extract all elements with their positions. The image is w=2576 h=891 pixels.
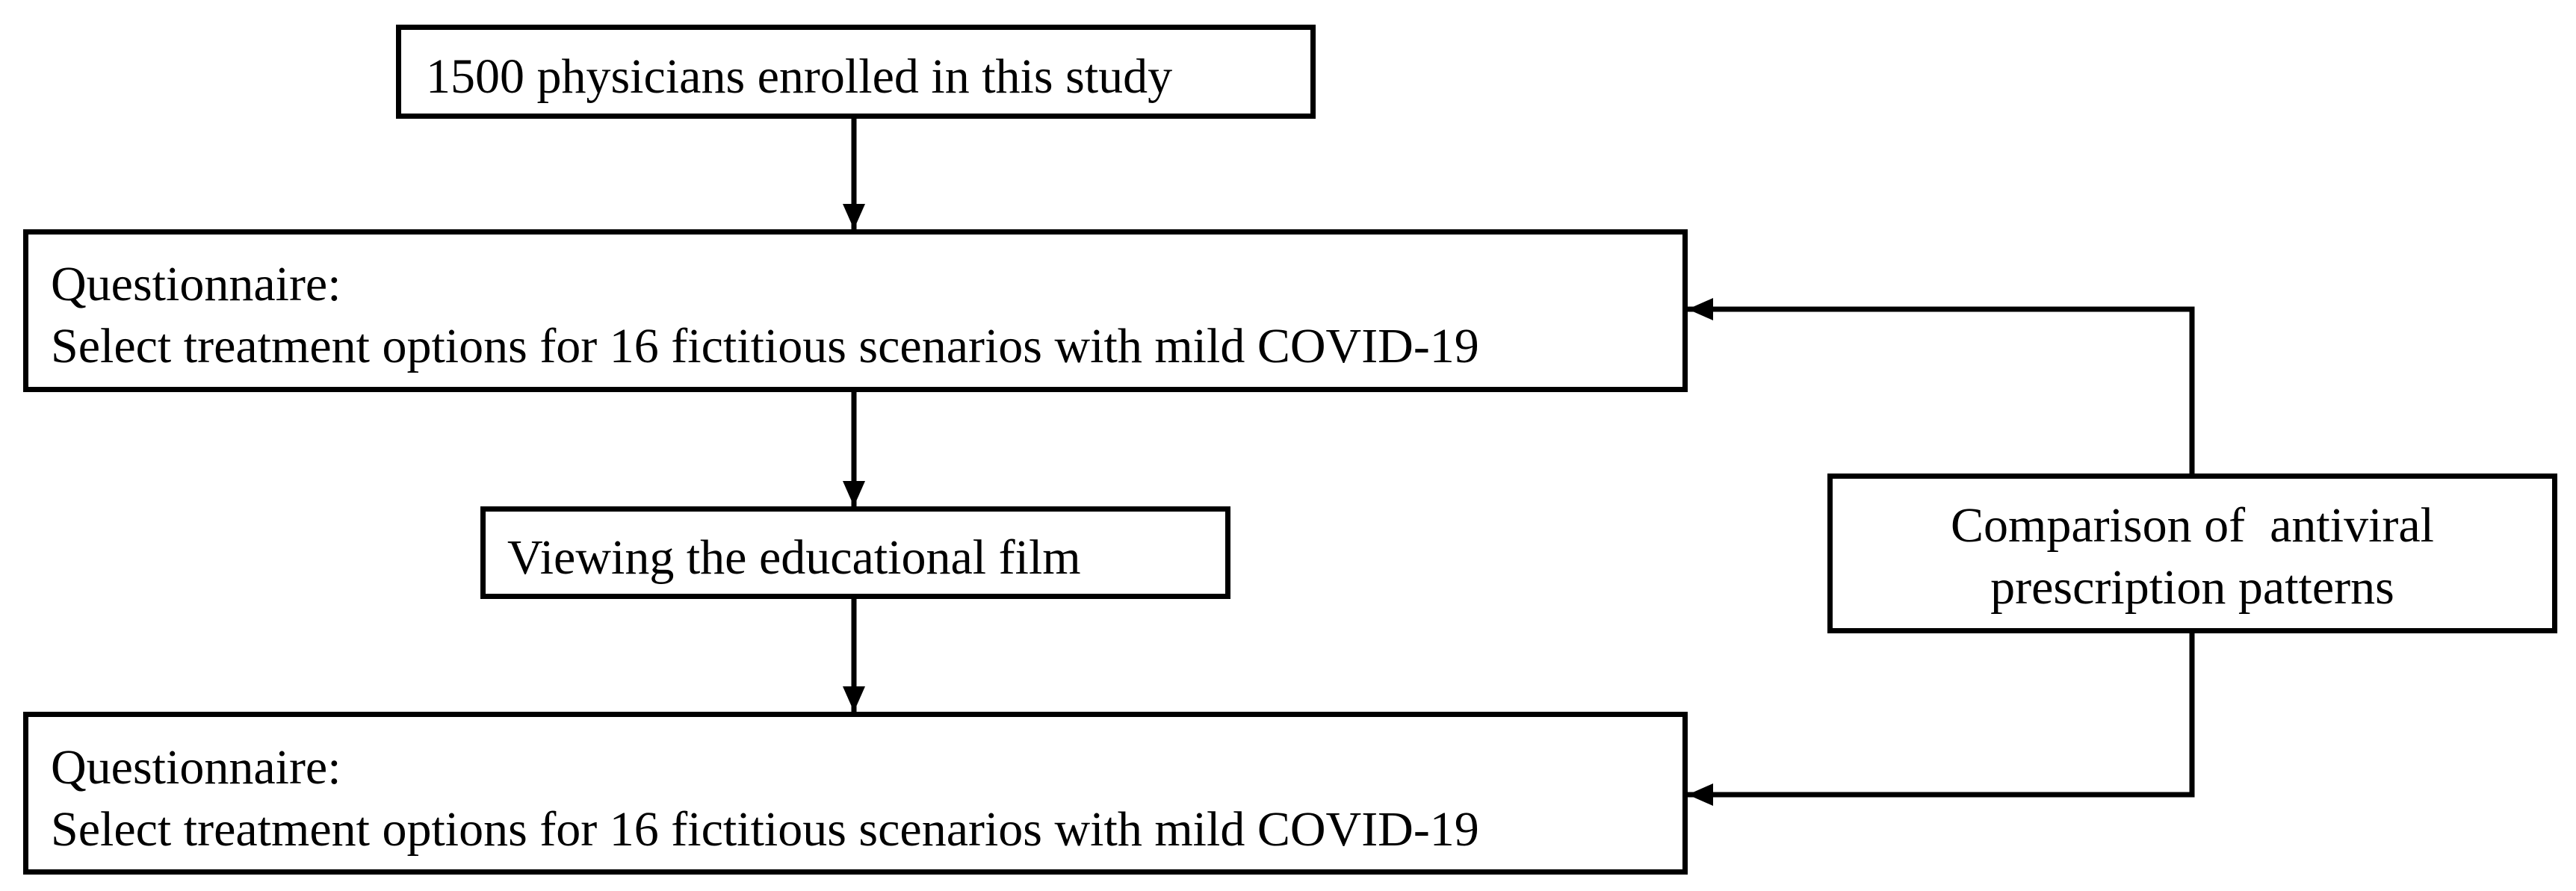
- questionnaire-after-box: Questionnaire: Select treatment options …: [23, 712, 1688, 875]
- educational-film-text: Viewing the educational film: [507, 530, 1081, 585]
- comparison-text-line2: prescription patterns: [1990, 559, 2394, 615]
- arrow-comparison-to-second-questionnaire: [1688, 633, 2195, 806]
- enrollment-text: 1500 physicians enrolled in this study: [426, 49, 1173, 104]
- enrollment-box: 1500 physicians enrolled in this study: [396, 25, 1316, 119]
- educational-film-box: Viewing the educational film: [480, 506, 1230, 599]
- questionnaire-before-heading: Questionnaire:: [51, 257, 341, 311]
- comparison-text-line1: Comparison of antiviral: [1950, 498, 2435, 553]
- comparison-box: Comparison of antiviral prescription pat…: [1827, 474, 2557, 633]
- questionnaire-before-box: Questionnaire: Select treatment options …: [23, 229, 1688, 392]
- arrow-comparison-to-first-questionnaire: [1688, 298, 2195, 474]
- questionnaire-after-heading: Questionnaire:: [51, 740, 341, 795]
- questionnaire-after-text: Select treatment options for 16 fictitio…: [51, 801, 1479, 857]
- questionnaire-before-text: Select treatment options for 16 fictitio…: [51, 318, 1479, 373]
